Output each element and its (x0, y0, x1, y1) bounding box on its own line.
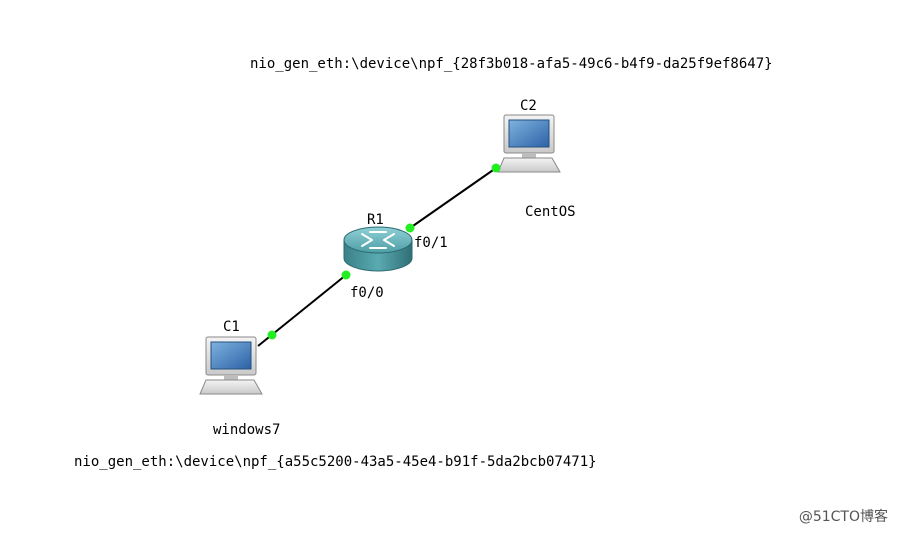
r1-port-f01-label: f0/1 (414, 235, 448, 251)
monitor-stand (522, 153, 536, 158)
c1-name-label: C1 (223, 319, 240, 335)
c2-name-label: C2 (520, 98, 537, 114)
port-dot-c1[interactable] (267, 330, 277, 340)
c1-description-label: windows7 (213, 422, 280, 438)
router-r1[interactable] (343, 226, 413, 272)
c1-interface-label: nio_gen_eth:\device\npf_{a55c5200-43a5-4… (74, 454, 597, 470)
computer-c1-icon[interactable] (199, 336, 263, 395)
port-dot-r1-f00[interactable] (341, 270, 351, 280)
keyboard (497, 157, 561, 173)
monitor-screen (508, 119, 550, 148)
keyboard (199, 379, 263, 395)
r1-name-label: R1 (367, 212, 384, 228)
monitor-screen (210, 341, 252, 370)
port-dot-r1-f01[interactable] (405, 223, 415, 233)
computer-c2-icon[interactable] (497, 114, 561, 173)
link-r1-c2[interactable] (409, 167, 497, 229)
router-arrows-icon (361, 231, 395, 249)
monitor-stand (224, 375, 238, 380)
c2-interface-label: nio_gen_eth:\device\npf_{28f3b018-afa5-4… (250, 56, 773, 72)
router-top (343, 226, 413, 254)
watermark: @51CTO博客 (799, 508, 888, 525)
port-dot-c2[interactable] (491, 163, 501, 173)
c2-description-label: CentOS (525, 204, 576, 220)
r1-port-f00-label: f0/0 (350, 285, 384, 301)
